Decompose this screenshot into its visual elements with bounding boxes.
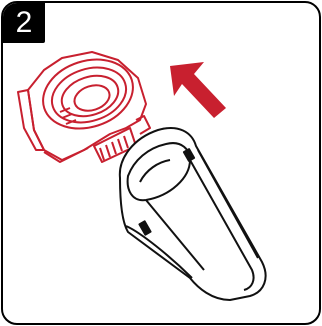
vacuum-nozzle-icon <box>120 128 266 300</box>
arrow-icon <box>170 62 226 118</box>
filter-cap-icon <box>18 48 150 162</box>
